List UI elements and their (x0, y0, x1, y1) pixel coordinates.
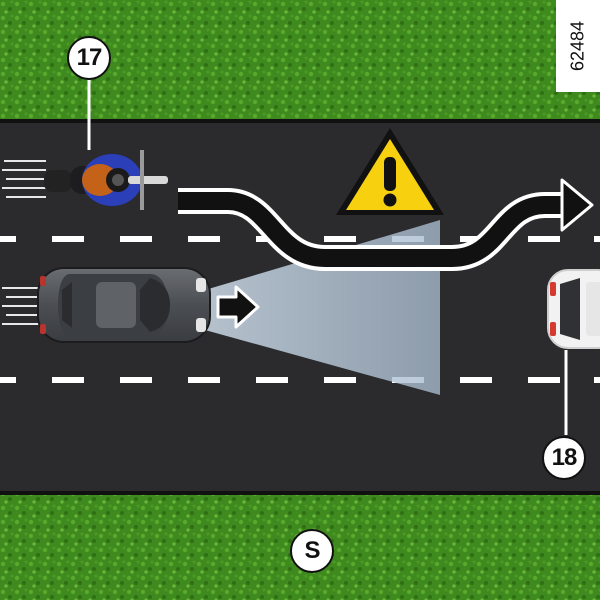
warning-triangle-icon (336, 128, 444, 215)
callout-18: 18 (542, 436, 586, 480)
callout-17: 17 (67, 36, 111, 80)
arrow-right-icon (216, 285, 260, 329)
parked-car (547, 269, 600, 349)
callout-s: S (290, 529, 334, 573)
reference-code-box (556, 0, 600, 92)
curved-arrow-icon (178, 178, 594, 271)
road-edge-bottom (0, 491, 600, 495)
reference-code: 62484 (567, 20, 588, 72)
road-edge-top (0, 119, 600, 123)
motorcycle (2, 150, 168, 210)
car (2, 267, 211, 343)
